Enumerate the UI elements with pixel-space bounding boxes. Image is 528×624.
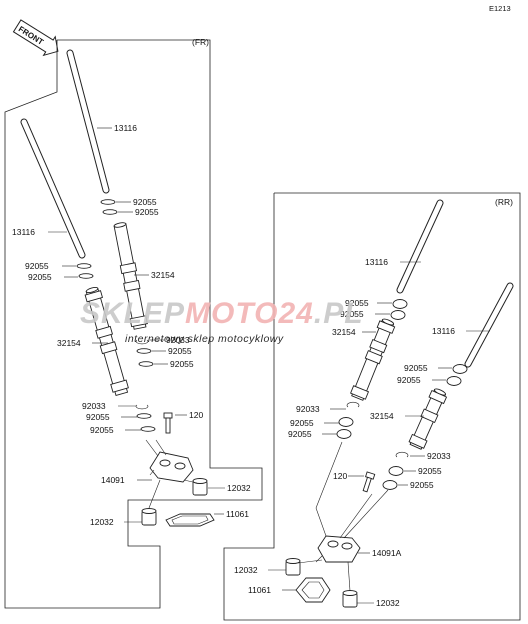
part-label: 13116 — [114, 123, 137, 133]
o-ring — [346, 402, 360, 408]
part-label: 92055 — [28, 272, 52, 282]
front-panel-title: (FR) — [192, 37, 209, 47]
push-rod-tube — [408, 388, 448, 450]
bolt — [362, 471, 376, 493]
push-rod-tube — [84, 287, 129, 397]
gasket — [165, 513, 215, 527]
seal-ring — [136, 348, 152, 354]
part-label: 92055 — [290, 418, 314, 428]
part-label: 14091A — [372, 548, 402, 558]
part-label: 92055 — [345, 298, 369, 308]
part-label: 92055 — [288, 429, 312, 439]
push-rod-tube — [113, 222, 148, 330]
part-label: 92055 — [418, 466, 442, 476]
part-label: 12032 — [227, 483, 251, 493]
seal-ring — [100, 199, 116, 205]
cap — [285, 558, 301, 576]
push-rod-holder — [149, 451, 194, 483]
push-rod-holder — [315, 535, 361, 563]
part-label: 92033 — [296, 404, 320, 414]
part-label: 11061 — [226, 509, 249, 519]
gasket — [295, 577, 331, 603]
part-label: 92055 — [25, 261, 49, 271]
o-ring — [135, 404, 149, 410]
front-panel: (FR) 13116 13116 92055 92055 92055 92055 — [4, 37, 263, 609]
cap — [192, 478, 208, 496]
part-label: 11061 — [248, 585, 271, 595]
rear-panel-title: (RR) — [495, 197, 513, 207]
seal-ring — [136, 413, 152, 419]
part-label: 12032 — [376, 598, 400, 608]
part-label: 92055 — [168, 346, 192, 356]
svg-text:SKLEPMOTO24.PL: SKLEPMOTO24.PL — [80, 297, 364, 330]
part-label: 120 — [333, 471, 347, 481]
part-label: 92055 — [90, 425, 114, 435]
part-label: 12032 — [234, 565, 258, 575]
rear-panel: (RR) 13116 92055 92055 32154 — [223, 192, 521, 621]
part-label: 92055 — [170, 359, 194, 369]
seal-ring — [138, 361, 154, 367]
part-label: 92055 — [397, 375, 421, 385]
seal-ring — [102, 209, 118, 215]
watermark-brand-part: SKLEP — [80, 297, 185, 330]
part-label: 92055 — [86, 412, 110, 422]
part-label: 92055 — [340, 309, 364, 319]
seal-ring — [446, 376, 462, 386]
part-label: 92055 — [135, 207, 159, 217]
front-panel-frame — [4, 39, 263, 609]
front-direction-arrow: FRONT — [12, 19, 59, 57]
part-label: 13116 — [432, 326, 455, 336]
seal-ring — [382, 480, 398, 490]
seal-ring — [78, 273, 94, 279]
part-label: 92055 — [133, 197, 157, 207]
push-rod — [396, 199, 444, 294]
diagram-id: E1213 — [489, 4, 511, 13]
push-rod — [464, 282, 514, 368]
seal-ring — [338, 417, 354, 427]
seal-ring — [392, 299, 408, 309]
o-ring — [135, 339, 149, 345]
cap — [141, 508, 157, 526]
bolt — [163, 412, 173, 434]
seal-ring — [388, 466, 404, 476]
seal-ring — [336, 429, 352, 439]
seal-ring — [390, 310, 406, 320]
watermark: SKLEPMOTO24.PL internetowy sklep motocyk… — [80, 297, 364, 345]
part-label: 32154 — [332, 327, 356, 337]
push-rod-tube — [350, 318, 396, 401]
part-label: 92055 — [410, 480, 434, 490]
part-label: 14091 — [101, 475, 125, 485]
seal-ring — [76, 263, 92, 269]
push-rod — [20, 118, 86, 259]
part-label: 32154 — [370, 411, 394, 421]
part-label: 92055 — [404, 363, 428, 373]
seal-ring — [140, 426, 156, 432]
push-rod — [66, 49, 110, 194]
part-label: 32154 — [57, 338, 81, 348]
part-label: 13116 — [12, 227, 35, 237]
watermark-brand-part: .PL — [314, 297, 364, 330]
part-label: 13116 — [365, 257, 388, 267]
watermark-brand-part: MOTO — [185, 297, 278, 330]
seal-ring — [452, 364, 468, 374]
o-ring — [395, 452, 409, 458]
cap — [342, 590, 358, 608]
part-label: 92033 — [427, 451, 451, 461]
watermark-tagline: internetowy sklep motocyklowy — [125, 333, 284, 345]
watermark-brand-part: 24 — [277, 297, 313, 330]
part-label: 92033 — [166, 335, 190, 345]
part-label: 32154 — [151, 270, 175, 280]
part-label: 12032 — [90, 517, 114, 527]
part-label: 120 — [189, 410, 203, 420]
rear-panel-frame — [223, 192, 521, 621]
part-label: 92033 — [82, 401, 106, 411]
